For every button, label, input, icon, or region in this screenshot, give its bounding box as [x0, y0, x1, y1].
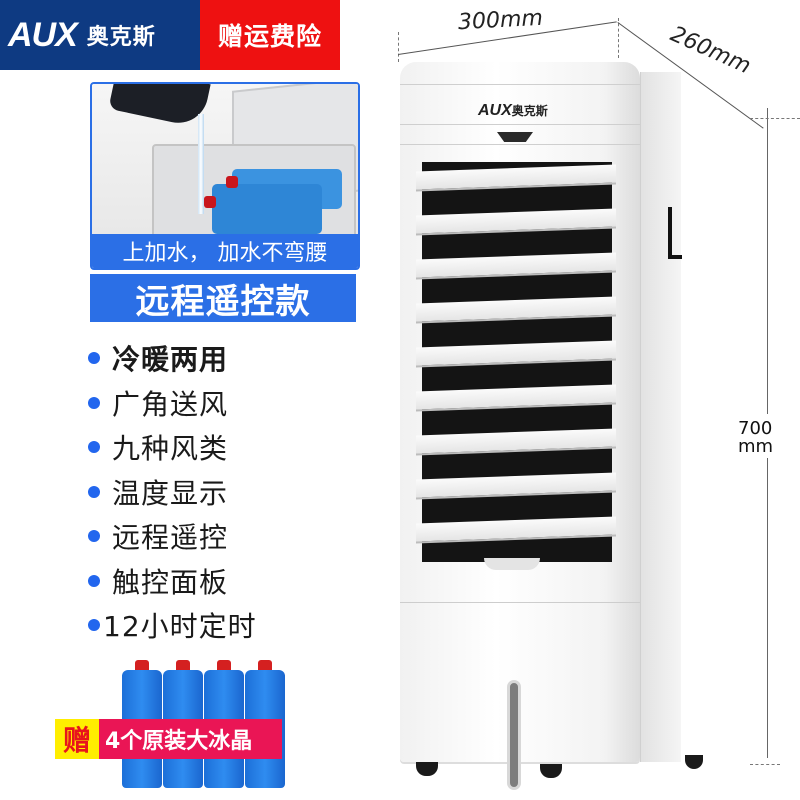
ir-sensor: [497, 132, 533, 142]
feature-list: 冷暖两用 广角送风 九种风类 温度显示 远程遥控 触控面板 12小时定时: [88, 336, 348, 648]
feature-item: 广角送风: [88, 381, 348, 426]
feature-label: 温度显示: [112, 476, 229, 510]
caster-wheel: [685, 755, 703, 769]
ice-pack: [212, 184, 322, 234]
dim-guide: [618, 18, 619, 58]
feature-item: 触控面板: [88, 559, 348, 604]
dim-guide: [750, 764, 780, 765]
side-handle: [668, 207, 672, 259]
side-handle: [668, 255, 682, 259]
height-dim-line: [767, 108, 768, 414]
water-level-window: [507, 680, 521, 790]
cooler-front-panel: AUX奥克斯: [400, 62, 640, 790]
device-logo-cn: 奥克斯: [511, 104, 548, 118]
bullet-icon: [88, 530, 100, 543]
height-value: 700: [738, 418, 773, 439]
water-stream: [198, 114, 204, 214]
feature-item: 九种风类: [88, 425, 348, 470]
feature-item: 温度显示: [88, 470, 348, 515]
panel-seam: [400, 144, 640, 145]
device-logo: AUX奥克斯: [478, 102, 548, 120]
bullet-icon: [88, 574, 100, 587]
photo-caption: 上加水， 加水不弯腰: [92, 234, 358, 268]
kettle-icon: [108, 84, 211, 129]
tank-seam: [400, 602, 640, 603]
width-label: 300mm: [457, 5, 544, 36]
panel-seam: [400, 124, 640, 125]
feature-item: 冷暖两用: [88, 336, 348, 381]
dim-guide: [750, 118, 800, 119]
feature-item: 远程遥控: [88, 514, 348, 559]
grille-tab: [484, 558, 540, 570]
bullet-icon: [88, 352, 100, 365]
feature-label: 触控面板: [112, 565, 229, 599]
promo-banner: 赠运费险: [200, 0, 340, 70]
height-dim-line: [767, 458, 768, 758]
feature-item: 12小时定时: [88, 603, 348, 648]
feature-label: 12小时定时: [103, 610, 257, 644]
ice-pack-cap: [226, 176, 238, 188]
brand-logo: AUX: [8, 15, 78, 54]
feature-label: 九种风类: [112, 432, 229, 466]
brand-banner: AUX 奥克斯: [0, 0, 200, 70]
cooler-side-panel: [640, 72, 681, 762]
model-badge: 远程遥控款: [90, 274, 356, 322]
height-unit: mm: [738, 436, 774, 457]
feature-label: 广角送风: [112, 387, 229, 421]
top-fill-photo: 上加水， 加水不弯腰: [90, 82, 360, 270]
feature-label: 远程遥控: [112, 521, 229, 555]
gift-tag: 赠: [55, 719, 99, 759]
feature-label: 冷暖两用: [112, 343, 229, 377]
bullet-icon: [88, 396, 100, 409]
bullet-icon: [88, 619, 100, 632]
ice-pack-cap: [204, 196, 216, 208]
device-logo-text: AUX: [478, 102, 512, 119]
dim-guide: [398, 32, 399, 62]
panel-seam: [400, 84, 640, 85]
gift-label: 4个原装大冰晶: [99, 719, 282, 759]
photo-scene: [92, 84, 358, 238]
air-cooler: AUX奥克斯: [400, 62, 703, 790]
bullet-icon: [88, 441, 100, 454]
caster-wheel: [540, 764, 562, 778]
shipping-insurance-label: 赠运费险: [217, 22, 322, 51]
bullet-icon: [88, 485, 100, 498]
caster-wheel: [416, 762, 438, 776]
brand-name-cn: 奥克斯: [86, 25, 156, 50]
